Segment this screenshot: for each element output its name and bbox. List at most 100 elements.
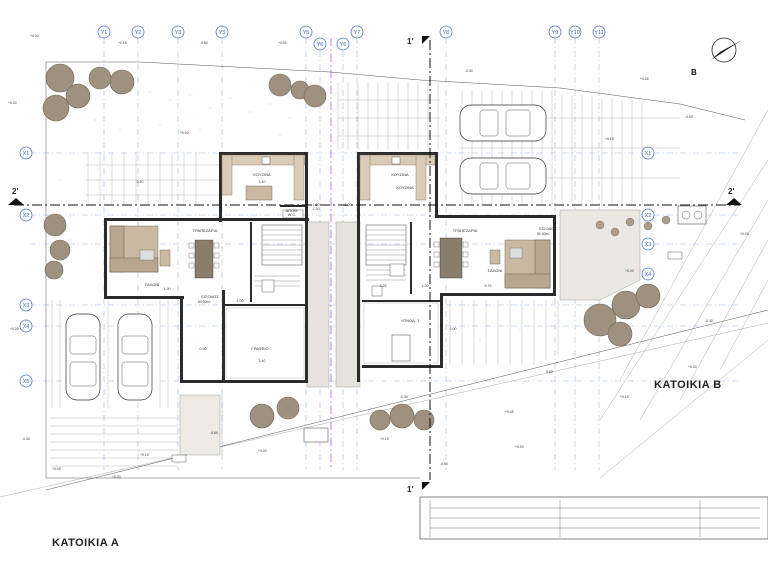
svg-text:+0.15: +0.15 [140,453,149,457]
svg-text:3.40: 3.40 [137,180,144,184]
svg-text:1.30: 1.30 [313,207,320,211]
svg-text:+0.00: +0.00 [8,101,17,105]
tree-bottom-center [249,396,435,431]
grid-bubble-y8: Y8 [439,25,453,39]
svg-text:+0.00: +0.00 [258,449,267,453]
svg-text:X3: X3 [23,303,30,309]
svg-text:1.00: 1.00 [237,299,244,303]
grid-bubble-x1: X1 [19,146,33,160]
svg-text:-0.60: -0.60 [200,41,208,45]
house-a-stair: ΑΠΟΘ. W.C. [254,208,304,293]
section-marker-2-right: 2' [726,187,742,205]
grid-bubble-x4-right: X4 [641,267,655,281]
svg-text:Y8: Y8 [443,30,450,36]
svg-text:+0.15: +0.15 [620,395,629,399]
svg-text:Y6: Y6 [340,42,347,48]
grid-bubble-x3-right: X3 [641,237,655,251]
svg-text:4.90: 4.90 [164,287,171,291]
house-b-kitchen: ΚΟΥΖΙΝΑ ΚΟΥΖΙΝΑ [359,154,436,201]
svg-text:X3: X3 [645,242,652,248]
svg-text:X4: X4 [23,324,30,330]
label-a-living: ΣΑΛΟΝΙ [145,282,160,287]
svg-text:-0.30: -0.30 [22,437,30,441]
gravel-strips [179,209,641,456]
svg-text:-0.60: -0.60 [545,370,553,374]
svg-text:Y2: Y2 [135,30,142,36]
svg-text:+0.45: +0.45 [52,467,61,471]
label-a-storage: ΑΠΟΘ. [286,208,299,213]
svg-text:X5: X5 [23,379,30,385]
svg-text:X4: X4 [645,272,652,278]
grid-bubble-y11: Y11 [592,25,606,39]
site-boundary [0,61,768,498]
svg-text:Y3: Y3 [175,30,182,36]
label-house-b: KATOIKIA B [654,379,722,391]
svg-text:-0.60: -0.60 [440,462,448,466]
svg-text:+0.15: +0.15 [118,41,127,45]
svg-text:0.90: 0.90 [200,347,207,351]
section-lines: 1' 1' 2' 2' [8,36,742,494]
svg-text:-0.30: -0.30 [705,319,713,323]
svg-text:-0.30: -0.30 [465,69,473,73]
svg-text:1.20: 1.20 [422,284,429,288]
shrubs-right [595,215,671,237]
title-block [419,496,768,540]
svg-text:+0.15: +0.15 [380,437,389,441]
grid-bubble-y9: Y9 [548,25,562,39]
grid-row-bubbles: X1 X2 X3 X4 X5 X1 X2 X3 X4 [19,146,655,388]
svg-text:+0.45: +0.45 [640,77,649,81]
label-a-wc: W.C. [288,212,297,217]
svg-text:2': 2' [728,187,734,196]
svg-text:-0.30: -0.30 [400,395,408,399]
meter-box-b [667,251,683,260]
car-a2 [117,313,153,401]
grid-bubble-y6: Y6 [313,37,327,51]
house-a-kitchen: ΚΟΥΖΙΝΑ [221,154,306,201]
svg-text:Y7: Y7 [354,30,361,36]
north-arrow-icon: B [691,37,742,77]
label-a-office: ΓΡΑΦΕΙΟ [251,346,268,351]
svg-text:+0.15: +0.15 [605,137,614,141]
section-marker-1-bottom: 1' [407,482,430,494]
svg-text:+0.00: +0.00 [515,445,524,449]
grid-bubble-y3b: Y3 [215,25,229,39]
grid-bubble-y7: Y7 [350,25,364,39]
svg-text:Y6: Y6 [317,42,324,48]
grid-bubble-x2: X2 [19,208,33,222]
svg-text:+0.45: +0.45 [740,232,749,236]
car-b1 [459,104,547,142]
svg-text:+0.00: +0.00 [10,327,19,331]
label-b-kitchen-top: ΚΟΥΖΙΝΑ [391,172,409,177]
svg-text:Y10: Y10 [570,30,580,36]
svg-text:X1: X1 [645,151,652,157]
house-b-walls [357,152,556,382]
car-a1 [65,313,101,401]
label-a-dining: ΤΡΑΠΕΖΑΡΙΑ [193,228,218,233]
tree-left-mid [43,213,71,280]
svg-text:+0.00: +0.00 [625,269,634,273]
svg-text:3.40: 3.40 [259,359,266,363]
svg-text:+0.00: +0.00 [278,41,287,45]
level-marks: +0.00 +0.15 -0.60 +0.00 -0.30 +0.45 +0.0… [8,34,749,479]
house-a-living: ΣΑΛΟΝΙ ΤΡΑΠΕΖΑΡΙΑ ΕΙΣΟΔΟΣ 80,00m² [109,225,219,304]
svg-text:+0.45: +0.45 [505,410,514,414]
svg-text:X2: X2 [645,213,652,219]
car-b2 [459,157,547,195]
svg-text:+0.00: +0.00 [30,34,39,38]
grid-bubble-x5: X5 [19,374,33,388]
label-a-entrance: ΕΙΣΟΔΟΣ [201,294,219,299]
svg-text:Y11: Y11 [594,30,603,36]
label-house-a: KATOIKIA A [52,537,119,549]
section-marker-2-left: 2' [8,187,24,205]
house-b-bedroom: ΥΠΝΟΔ. 1 [363,302,439,364]
tree-top-left [42,63,135,122]
meter-box-a [171,454,187,463]
grid-bubble-y5: Y5 [299,25,313,39]
svg-text:X2: X2 [23,213,30,219]
svg-text:1.25: 1.25 [380,284,387,288]
grid-bubble-y3: Y3 [171,25,185,39]
svg-text:Y1: Y1 [101,30,108,36]
grid-bubble-x3: X3 [19,298,33,312]
grid-bubble-x4: X4 [19,319,33,333]
